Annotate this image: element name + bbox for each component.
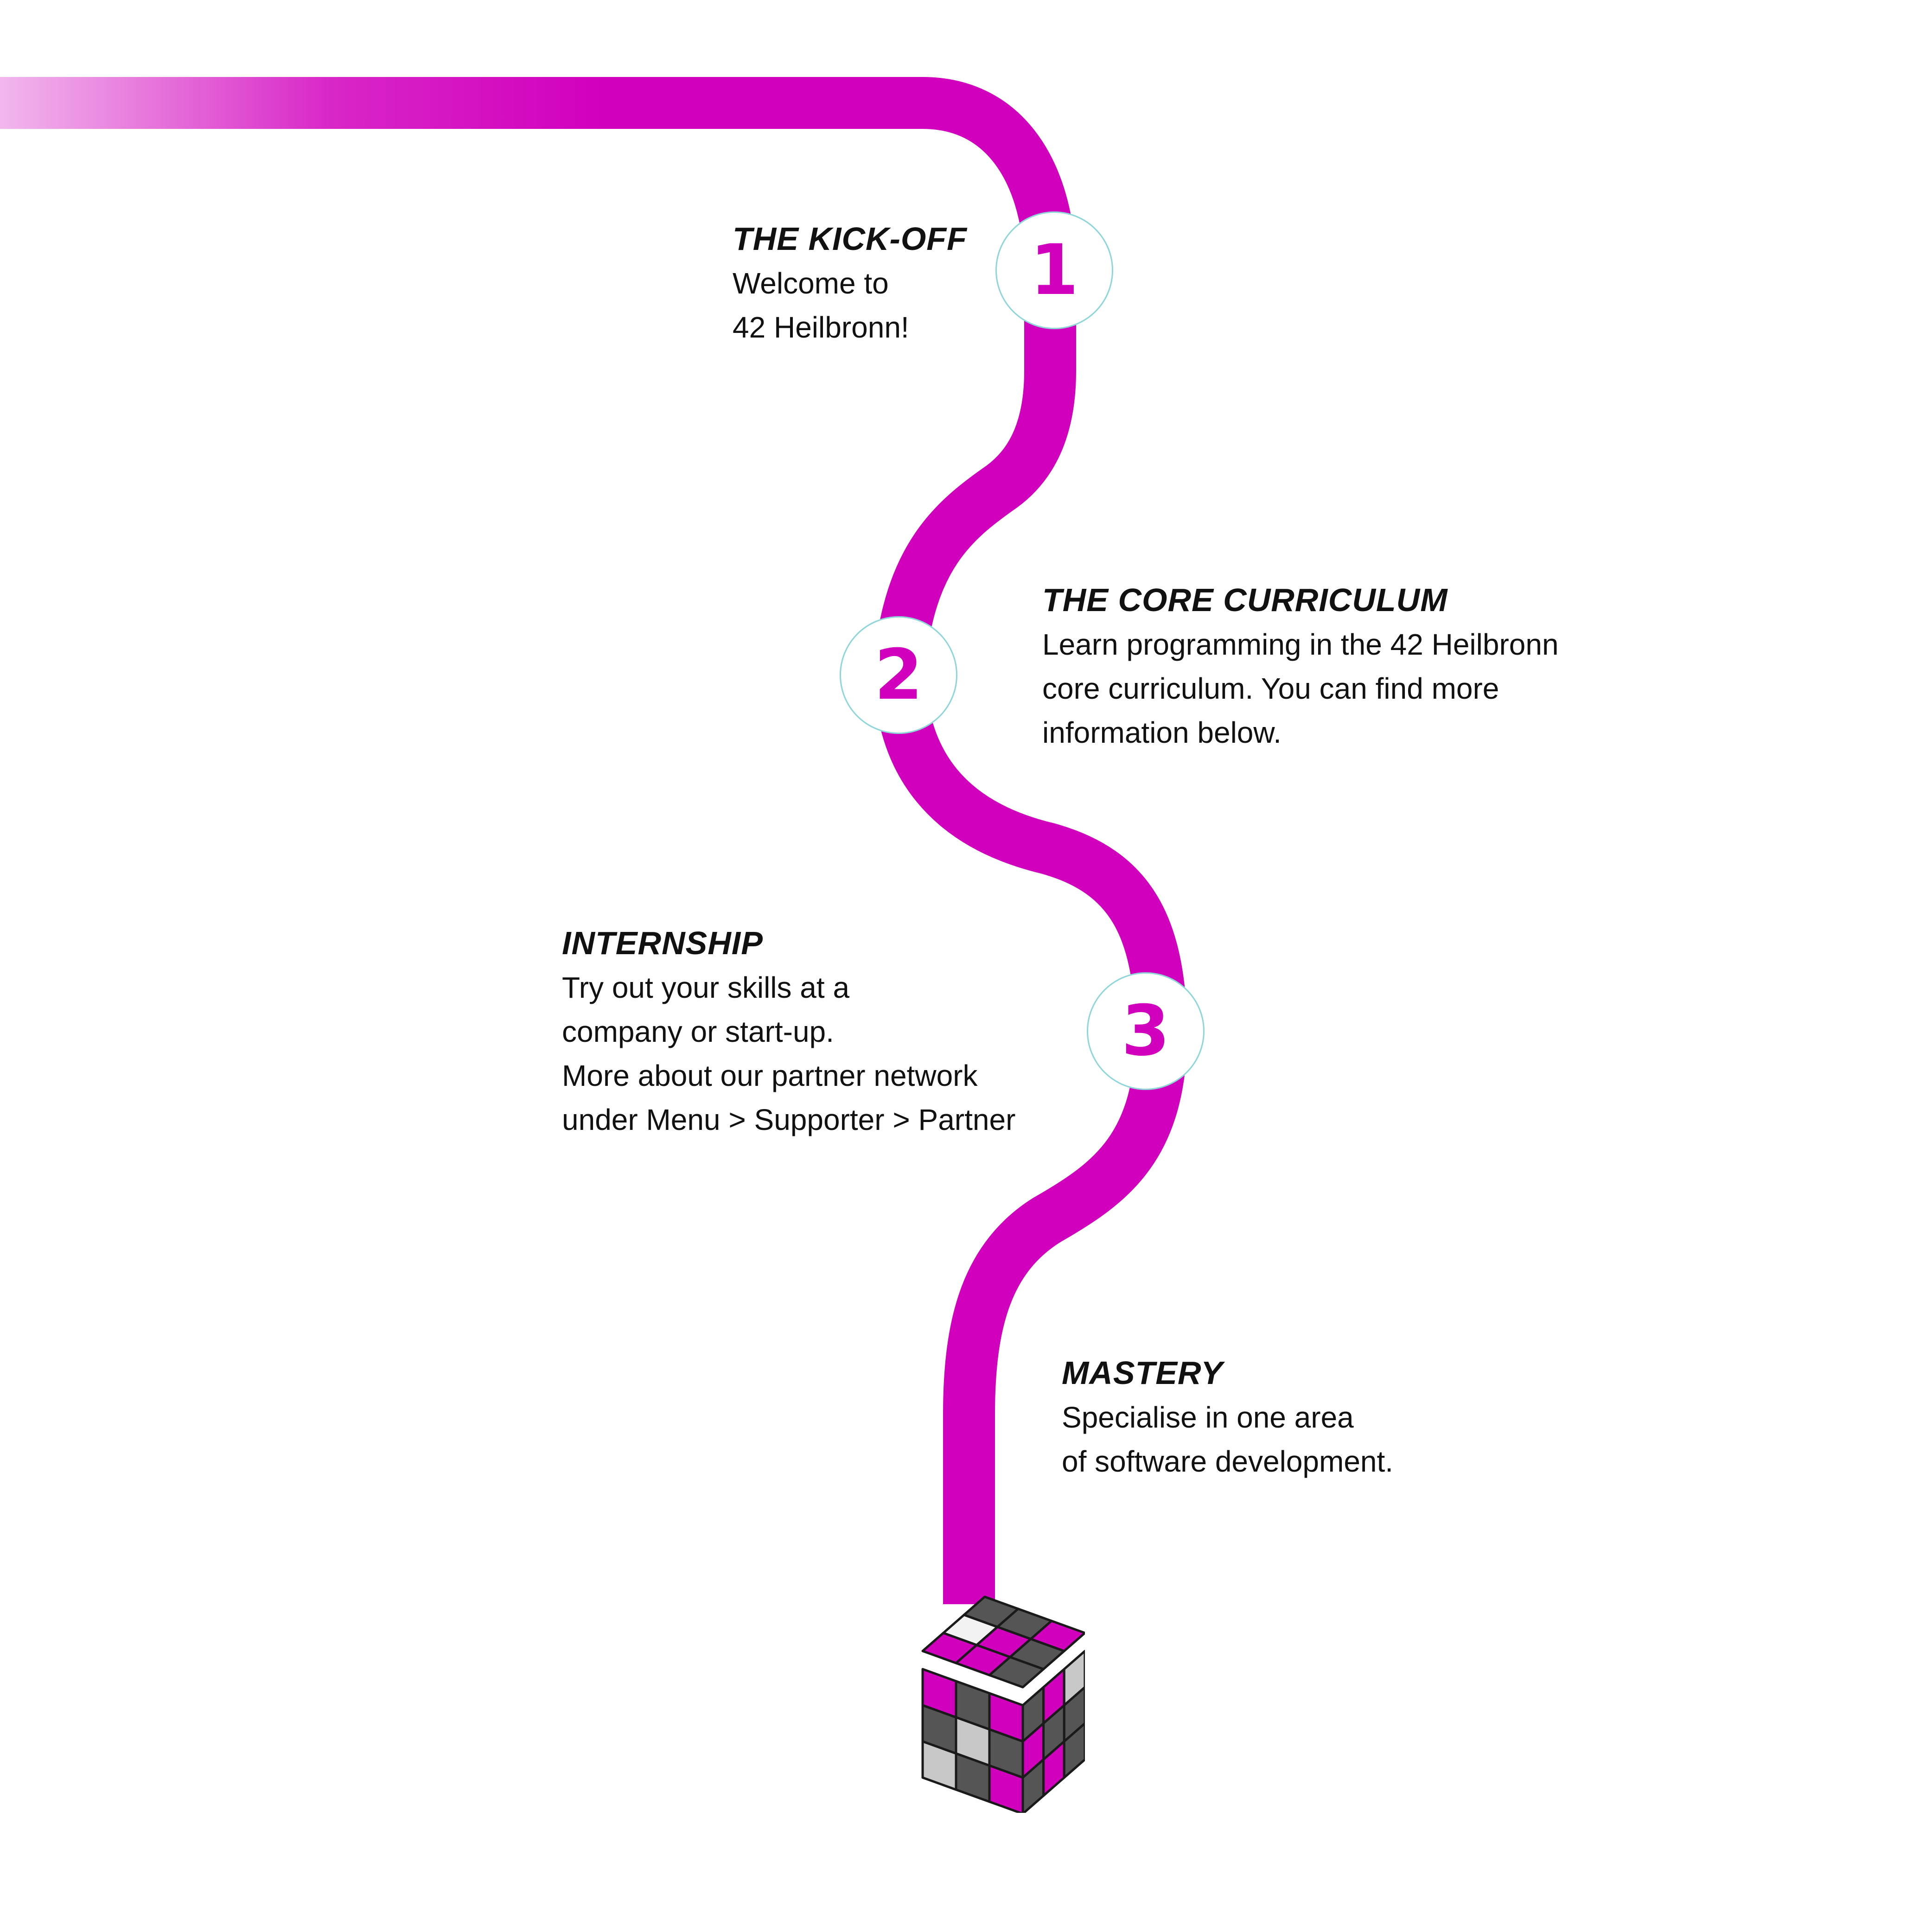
step-1-marker: 1	[995, 211, 1113, 329]
step-1-line-1: Welcome to	[733, 267, 889, 300]
step-3-line-2: company or start-up.	[562, 1015, 834, 1048]
step-2-line-2: core curriculum. You can find more	[1042, 672, 1499, 705]
step-2-marker: 2	[840, 616, 957, 734]
step-3-line-4: under Menu > Supporter > Partner	[562, 1103, 1016, 1136]
step-2-title: THE CORE CURRICULUM	[1042, 582, 1448, 618]
cube-sticker	[1063, 1722, 1085, 1779]
step-2-number: 2	[874, 635, 923, 715]
cube-sticker	[1029, 1620, 1085, 1652]
step-4-title: MASTERY	[1062, 1355, 1223, 1391]
step-4-line-1: Specialise in one area	[1062, 1401, 1354, 1434]
step-4-line-2: of software development.	[1062, 1445, 1394, 1478]
step-2-line-3: information below.	[1042, 716, 1282, 749]
step-2-line-1: Learn programming in the 42 Heilbronn	[1042, 628, 1559, 661]
step-1-line-2: 42 Heilbronn!	[733, 311, 909, 344]
step-3-marker: 3	[1087, 972, 1205, 1090]
step-2-text: THE CORE CURRICULUM Learn programming in…	[1042, 577, 1559, 755]
step-3-number: 3	[1121, 991, 1170, 1071]
rubiks-cube-icon	[921, 1595, 1085, 1813]
step-1-number: 1	[1030, 230, 1079, 311]
cube-right-face	[1021, 1650, 1085, 1813]
step-3-line-3: More about our partner network	[562, 1059, 978, 1092]
road-line	[0, 77, 1187, 1604]
step-3-title: INTERNSHIP	[562, 925, 763, 961]
step-4-text: MASTERY Specialise in one area of softwa…	[1062, 1350, 1393, 1484]
step-3-line-1: Try out your skills at a	[562, 971, 850, 1004]
cube-top-face	[921, 1595, 1085, 1689]
cube-left-face	[921, 1668, 1024, 1813]
cube-sticker	[988, 1764, 1024, 1813]
step-3-text: INTERNSHIP Try out your skills at a comp…	[562, 920, 1015, 1142]
step-1-title: THE KICK-OFF	[733, 221, 967, 257]
step-1-text: THE KICK-OFF Welcome to 42 Heilbronn!	[733, 216, 967, 350]
